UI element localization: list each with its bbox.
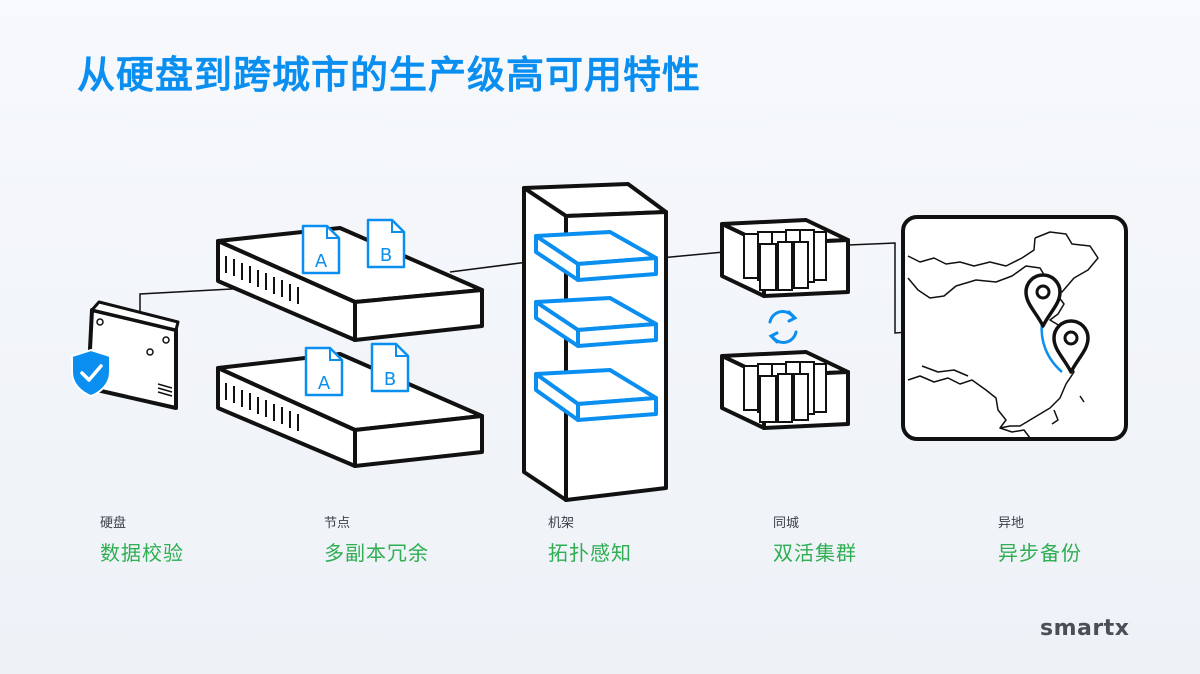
page-title: 从硬盘到跨城市的生产级高可用特性 xyxy=(77,53,702,97)
stage-feature: 双活集群 xyxy=(773,541,857,565)
stage-same-city: 同城 双活集群 xyxy=(773,512,973,566)
stage-label: 节点 xyxy=(324,516,351,531)
rack-cabinet xyxy=(522,182,668,502)
datacenter-cluster-1 xyxy=(720,218,850,298)
stage-label: 机架 xyxy=(548,516,575,531)
stage-feature: 异步备份 xyxy=(998,541,1082,565)
stage-label: 硬盘 xyxy=(100,516,127,531)
hard-disk-icon xyxy=(86,300,180,410)
location-pin-icon xyxy=(1024,273,1062,328)
stage-label: 同城 xyxy=(773,516,800,531)
stage-node: 节点 多副本冗余 xyxy=(324,512,524,566)
stage-disk: 硬盘 数据校验 xyxy=(100,512,300,566)
file-b-icon: B xyxy=(370,342,410,393)
sync-icon xyxy=(768,310,798,344)
file-b-icon: B xyxy=(366,218,406,269)
file-a-label: A xyxy=(318,373,331,394)
stage-feature: 多副本冗余 xyxy=(324,541,429,565)
stage-remote: 异地 异步备份 xyxy=(998,512,1198,566)
brand-logo: smartx xyxy=(1040,616,1130,641)
stage-feature: 拓扑感知 xyxy=(548,541,632,565)
datacenter-cluster-2 xyxy=(720,350,850,430)
stage-feature: 数据校验 xyxy=(100,541,184,565)
stage-rack: 机架 拓扑感知 xyxy=(548,512,748,566)
china-map xyxy=(901,215,1128,441)
file-a-icon: A xyxy=(301,224,341,275)
file-a-label: A xyxy=(315,251,328,272)
node-server-2 xyxy=(216,352,484,468)
stage-label: 异地 xyxy=(998,516,1025,531)
node-server-1 xyxy=(216,226,484,342)
file-a-icon: A xyxy=(304,346,344,397)
shield-check-icon xyxy=(71,348,111,398)
location-pin-icon xyxy=(1052,319,1090,374)
file-b-label: B xyxy=(384,369,396,390)
file-b-label: B xyxy=(380,245,392,266)
